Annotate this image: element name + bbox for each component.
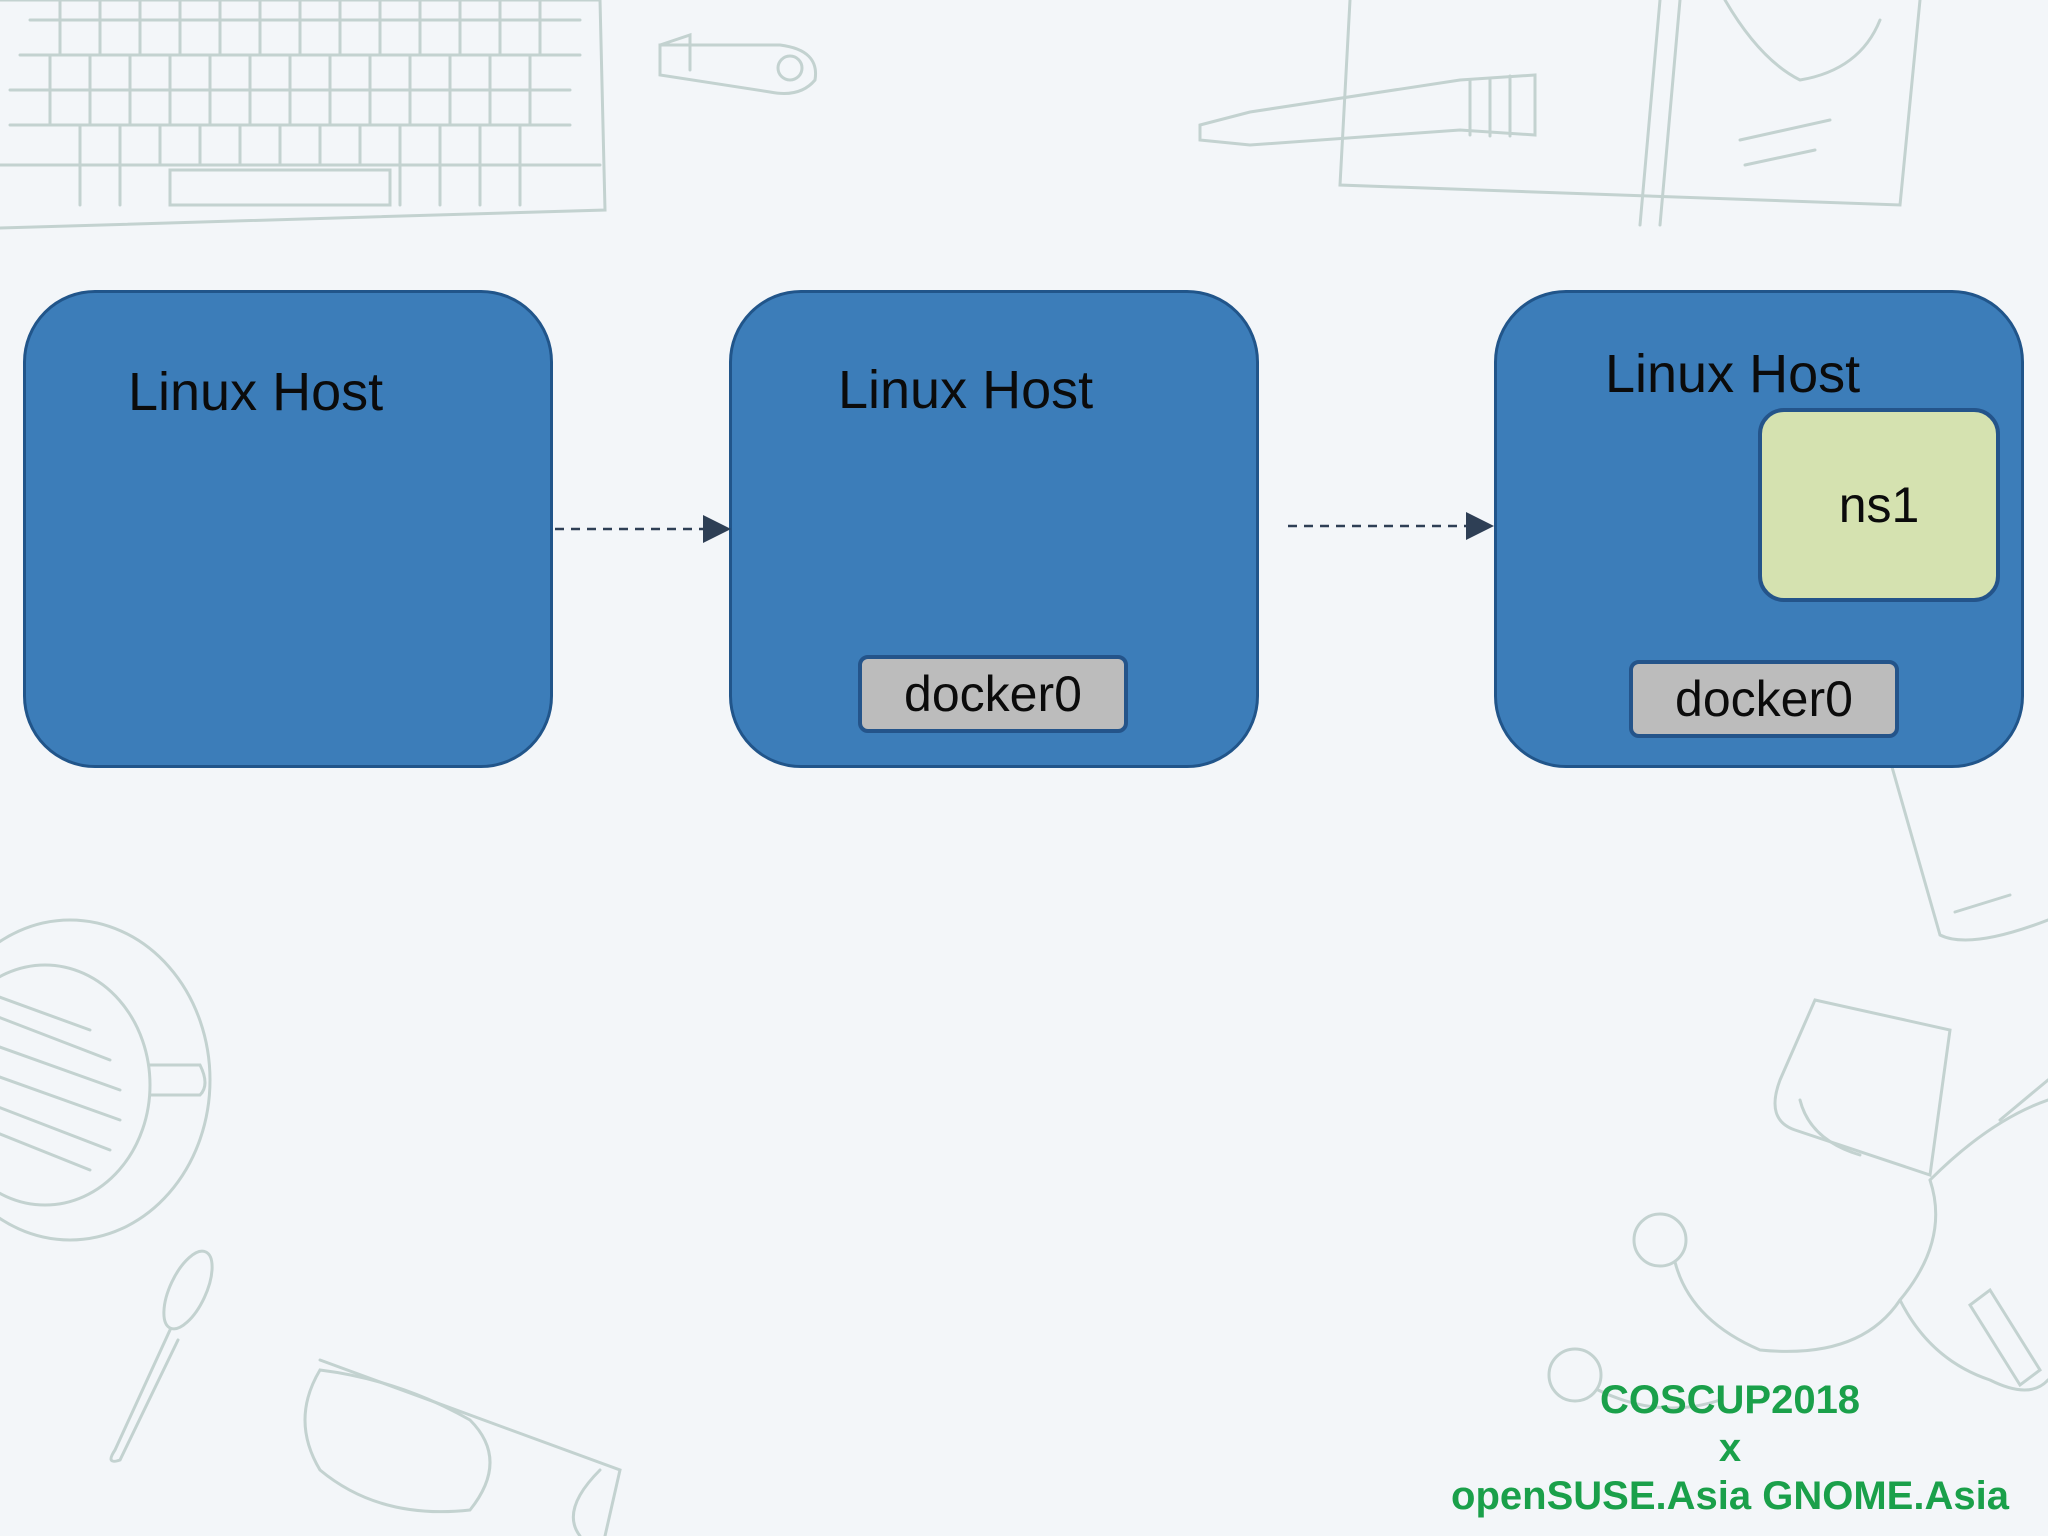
coffee-cup-sketch	[0, 918, 212, 1242]
earphones-sketch	[1547, 1078, 2048, 1410]
keyboard-sketch	[0, 0, 607, 230]
arrow-host1-to-host2	[555, 515, 731, 543]
glasses-sketch	[303, 1358, 622, 1536]
marker-sketch	[1198, 73, 1537, 147]
footer-line-opensuse: openSUSE.Asia GNOME.Asia	[1451, 1474, 2009, 1518]
footer-line-x: x	[1718, 1426, 1742, 1470]
arrow-host2-to-host3	[1288, 512, 1494, 540]
host-title: Linux Host	[838, 360, 1094, 420]
sticky-note-sketch	[1773, 998, 1952, 1177]
docker0-bridge: docker0	[1629, 660, 1899, 738]
linux-host-1: Linux Host	[23, 290, 553, 768]
docker0-bridge: docker0	[858, 655, 1128, 733]
usb-stick-sketch	[658, 32, 818, 95]
notebook-sketch	[1338, 0, 1922, 227]
host-title: Linux Host	[128, 362, 384, 422]
namespace-ns1: ns1	[1758, 408, 2000, 602]
host-title: Linux Host	[1605, 344, 1861, 404]
phone-sketch	[1888, 758, 2048, 942]
footer-line-coscup: COSCUP2018	[1599, 1378, 1861, 1422]
spoon-sketch	[109, 1249, 214, 1463]
event-footer: COSCUP2018 x openSUSE.Asia GNOME.Asia	[1420, 1376, 2040, 1520]
